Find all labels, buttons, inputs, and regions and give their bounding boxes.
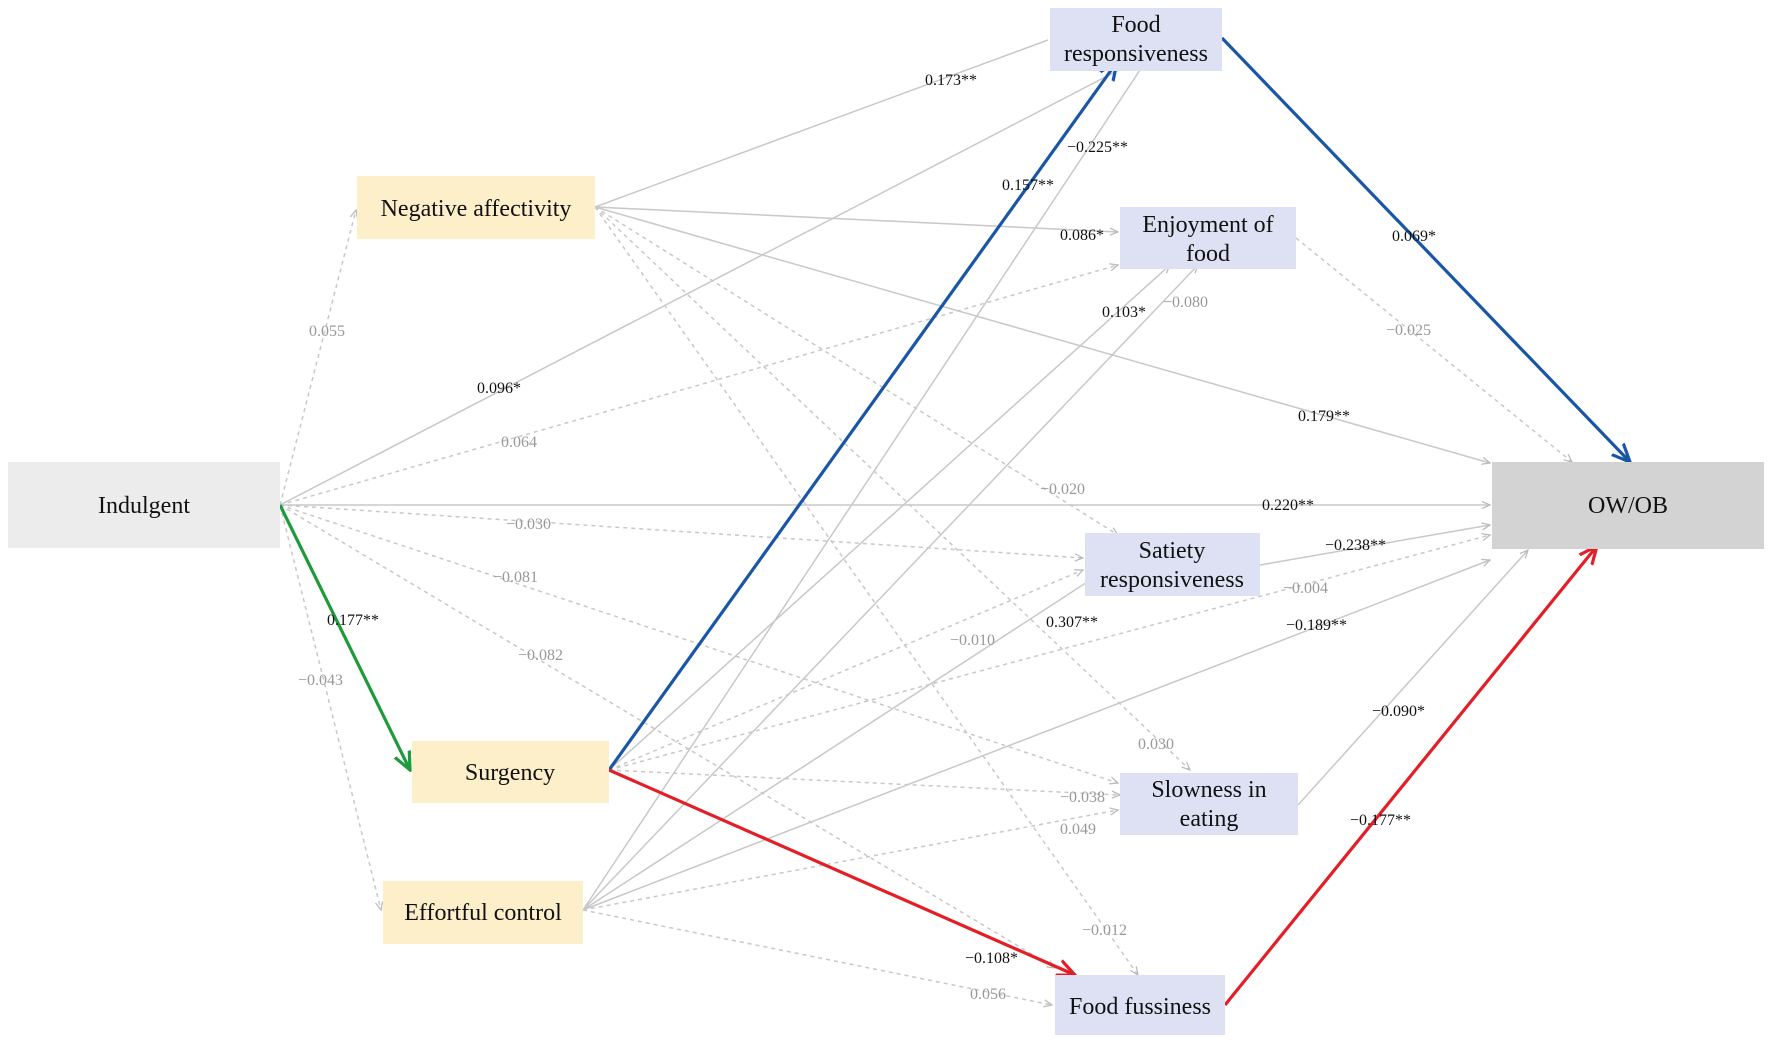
- coef-indulgent-slowness: −0.081: [493, 569, 538, 586]
- path-negaff-owob: [594, 206, 1490, 463]
- coef-indulgent-satiety: −0.030: [506, 516, 551, 533]
- path-enjoy-owob: [1295, 237, 1572, 462]
- node-surgency: Surgency: [412, 741, 609, 803]
- coef-surgency-satiety: −0.010: [950, 632, 995, 649]
- path-satiety-owob: [1259, 525, 1490, 566]
- coef-indulgent-effortful: −0.043: [298, 672, 343, 689]
- coef-indulgent-enjoy: 0.064: [501, 434, 537, 451]
- coef-satiety-owob: −0.238**: [1325, 537, 1386, 554]
- path-surgency-enjoy: [608, 265, 1170, 771]
- path-indulgent-foodresp: [279, 58, 1142, 506]
- path-effortful-owob: [582, 560, 1490, 911]
- coef-surgency-owob: −0.004: [1283, 580, 1328, 597]
- path-surgency-foodresp-blue: [607, 62, 1117, 771]
- coef-surgency-foodresp: 0.157**: [1002, 177, 1054, 194]
- node-satiety-responsiveness: Satiety responsiveness: [1085, 533, 1260, 596]
- node-food-fussiness-label: Food fussiness: [1069, 994, 1211, 1020]
- path-effortful-satiety: [582, 575, 1098, 911]
- path-indulgent-negaff: [279, 210, 356, 506]
- path-foodresp-owob-blue: [1220, 36, 1630, 462]
- path-effortful-slowness: [582, 810, 1118, 911]
- path-negaff-foodresp: [594, 39, 1049, 208]
- coef-effortful-foodresp: −0.225**: [1067, 139, 1128, 156]
- path-indulgent-fussiness: [279, 504, 1055, 968]
- coef-effortful-enjoy: −0.080: [1163, 294, 1208, 311]
- coef-effortful-satiety: 0.307**: [1046, 614, 1098, 631]
- path-surgency-fussiness-red: [608, 768, 1075, 975]
- coef-indulgent-owob: 0.220**: [1262, 497, 1314, 514]
- node-satiety-responsiveness-line1: Satiety: [1139, 538, 1206, 564]
- path-negaff-satiety: [594, 206, 1118, 535]
- coef-effortful-owob: −0.189**: [1286, 617, 1347, 634]
- node-effortful-control-label: Effortful control: [404, 900, 562, 926]
- path-slowness-owob: [1297, 550, 1528, 806]
- node-effortful-control: Effortful control: [383, 881, 583, 944]
- coef-surgency-enjoy: 0.103*: [1102, 304, 1146, 321]
- node-enjoyment-of-food: Enjoyment of food: [1120, 207, 1296, 269]
- coef-negaff-slowness: 0.030: [1138, 736, 1174, 753]
- node-ow-ob-label: OW/OB: [1588, 493, 1668, 519]
- path-indulgent-enjoy: [279, 265, 1118, 506]
- coef-negaff-owob: 0.179**: [1298, 408, 1350, 425]
- coef-indulgent-negaff: 0.055: [309, 323, 345, 340]
- coef-indulgent-foodresp: 0.096*: [477, 380, 521, 397]
- path-indulgent-surgency-green: [278, 504, 410, 770]
- node-enjoyment-of-food-line1: Enjoyment of: [1142, 212, 1273, 238]
- node-food-responsiveness: Food responsiveness: [1050, 8, 1222, 71]
- coef-negaff-foodresp: 0.173**: [925, 72, 977, 89]
- path-negaff-slowness: [594, 206, 1190, 770]
- node-slowness-in-eating: Slowness in eating: [1120, 773, 1298, 835]
- node-indulgent: Indulgent: [8, 462, 280, 548]
- coef-surgency-fussiness: −0.108*: [965, 950, 1018, 967]
- coef-indulgent-surgency: 0.177**: [327, 612, 379, 629]
- coef-foodresp-owob: 0.069*: [1392, 228, 1436, 245]
- path-surgency-slowness: [608, 769, 1120, 795]
- coef-effortful-slowness: 0.049: [1060, 821, 1096, 838]
- node-food-responsiveness-line2: responsiveness: [1064, 41, 1208, 67]
- node-indulgent-label: Indulgent: [98, 493, 190, 519]
- coefficient-labels: 0.055 0.096* 0.064 0.220** −0.030 −0.081…: [298, 72, 1436, 1003]
- node-slowness-in-eating-line2: eating: [1180, 806, 1239, 832]
- node-negative-affectivity: Negative affectivity: [357, 176, 595, 239]
- path-surgency-owob: [608, 535, 1490, 771]
- coef-negaff-satiety: −0.020: [1040, 481, 1085, 498]
- node-enjoyment-of-food-line2: food: [1186, 241, 1230, 267]
- path-fussiness-owob-red: [1223, 546, 1597, 1007]
- coef-surgency-slowness: −0.038: [1060, 789, 1105, 806]
- coef-enjoy-owob: −0.025: [1386, 322, 1431, 339]
- highlight-paths: [278, 36, 1630, 1007]
- coef-negaff-enjoy: 0.086*: [1060, 227, 1104, 244]
- coef-slowness-owob: −0.090*: [1372, 703, 1425, 720]
- node-ow-ob: OW/OB: [1492, 462, 1764, 549]
- coef-negaff-fussiness: −0.012: [1082, 922, 1127, 939]
- path-negaff-fussiness: [594, 206, 1138, 975]
- node-surgency-label: Surgency: [465, 760, 555, 786]
- path-effortful-foodresp: [582, 58, 1148, 911]
- path-surgency-satiety: [608, 570, 1083, 771]
- path-negaff-enjoy: [594, 206, 1118, 232]
- coef-fussiness-owob: −0.177**: [1350, 812, 1411, 829]
- node-food-fussiness: Food fussiness: [1055, 975, 1225, 1035]
- node-food-responsiveness-line1: Food: [1111, 12, 1160, 38]
- coef-effortful-fussiness: 0.056: [970, 986, 1006, 1003]
- node-negative-affectivity-label: Negative affectivity: [381, 196, 572, 222]
- node-satiety-responsiveness-line2: responsiveness: [1100, 567, 1244, 593]
- path-indulgent-satiety: [279, 504, 1083, 558]
- node-slowness-in-eating-line1: Slowness in: [1151, 777, 1266, 803]
- path-indulgent-effortful: [279, 504, 381, 910]
- coef-indulgent-fussiness: −0.082: [518, 647, 563, 664]
